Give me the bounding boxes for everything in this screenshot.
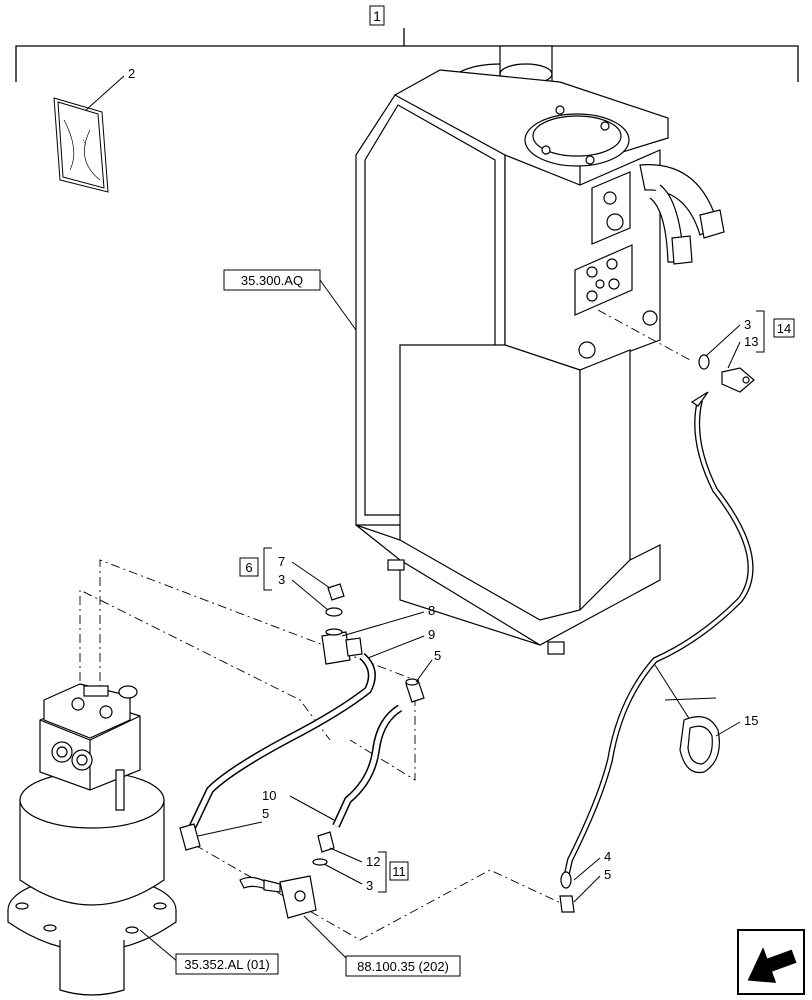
leader-tank-ref	[319, 279, 357, 331]
leader-motor-ref	[139, 929, 179, 963]
callout-6-box	[239, 557, 259, 577]
leader-13	[727, 341, 741, 369]
tank-ref-label: 35.300.AQ	[241, 273, 303, 288]
leader-5-left	[197, 821, 263, 837]
callout-2: 2	[128, 66, 135, 81]
pressure-sensor	[239, 875, 317, 919]
callout-9: 9	[428, 627, 435, 642]
elbow-5-left	[179, 823, 201, 851]
leader-3-top	[705, 324, 741, 357]
leader-sensor-ref	[303, 915, 347, 959]
next-page-arrow-icon[interactable]	[737, 929, 805, 995]
hose-4	[560, 391, 754, 889]
bracket-6	[263, 547, 272, 591]
sensor-ref-label: 88.100.35 (202)	[357, 959, 449, 974]
callout-3-mid: 3	[278, 572, 285, 587]
connector-12	[317, 831, 335, 853]
assembly-label: 1	[373, 8, 381, 24]
manual-booklet	[53, 97, 109, 193]
swing-motor	[7, 683, 177, 996]
tee-fitting-8	[321, 628, 363, 665]
fitting-13	[721, 367, 755, 393]
callout-5-top: 5	[434, 648, 441, 663]
leader-10	[289, 795, 335, 821]
leader-2	[85, 75, 125, 111]
leader-8	[341, 611, 425, 637]
leader-3-lower	[323, 863, 363, 885]
elbow-5-top	[405, 678, 425, 703]
sensor-ref-box	[345, 955, 461, 977]
callout-10: 10	[262, 788, 276, 803]
callout-8: 8	[428, 603, 435, 618]
o-ring-3-top	[698, 354, 710, 370]
callout-7: 7	[278, 554, 285, 569]
callout-13: 13	[744, 334, 758, 349]
leader-15	[715, 721, 741, 737]
callout-6: 6	[245, 560, 252, 575]
callout-3-lower: 3	[366, 878, 373, 893]
callout-15: 15	[744, 713, 758, 728]
o-ring-3-lower	[312, 858, 328, 866]
hose-9	[186, 652, 376, 834]
assembly-bracket	[15, 28, 799, 82]
plug-7	[327, 583, 345, 601]
callout-5-left: 5	[262, 806, 269, 821]
bracket-11	[378, 851, 387, 893]
assembly-label-box	[369, 5, 385, 26]
leader-7	[291, 561, 331, 589]
svg-text:• • •: • • •	[81, 139, 88, 147]
motor-ref-label: 35.352.AL (01)	[184, 957, 270, 972]
hose-cut-marks	[654, 664, 717, 721]
callout-3-top: 3	[744, 317, 751, 332]
leader-9	[367, 635, 425, 659]
leader-12	[329, 847, 363, 863]
manual-writing-icon: • • •	[81, 139, 88, 147]
callout-5-bottom: 5	[604, 867, 611, 882]
leader-5-top	[415, 659, 433, 683]
wear-sleeve-15	[679, 716, 720, 774]
leader-5-bottom	[573, 875, 601, 903]
elbow-5-bottom	[559, 895, 575, 913]
callout-14: 14	[777, 321, 791, 336]
motor-ref-box	[175, 953, 279, 975]
hose-10	[332, 704, 403, 828]
leader-4	[573, 857, 601, 881]
hydraulic-tank	[355, 45, 725, 655]
callout-4: 4	[604, 849, 611, 864]
bracket-14	[756, 310, 765, 353]
callout-11: 11	[392, 864, 406, 879]
o-ring-3-mid	[325, 607, 343, 617]
callout-12: 12	[366, 854, 380, 869]
tank-ref-box	[223, 269, 321, 291]
callout-14-box	[773, 318, 795, 338]
callout-11-box	[389, 861, 409, 881]
leader-3-mid	[291, 579, 329, 611]
